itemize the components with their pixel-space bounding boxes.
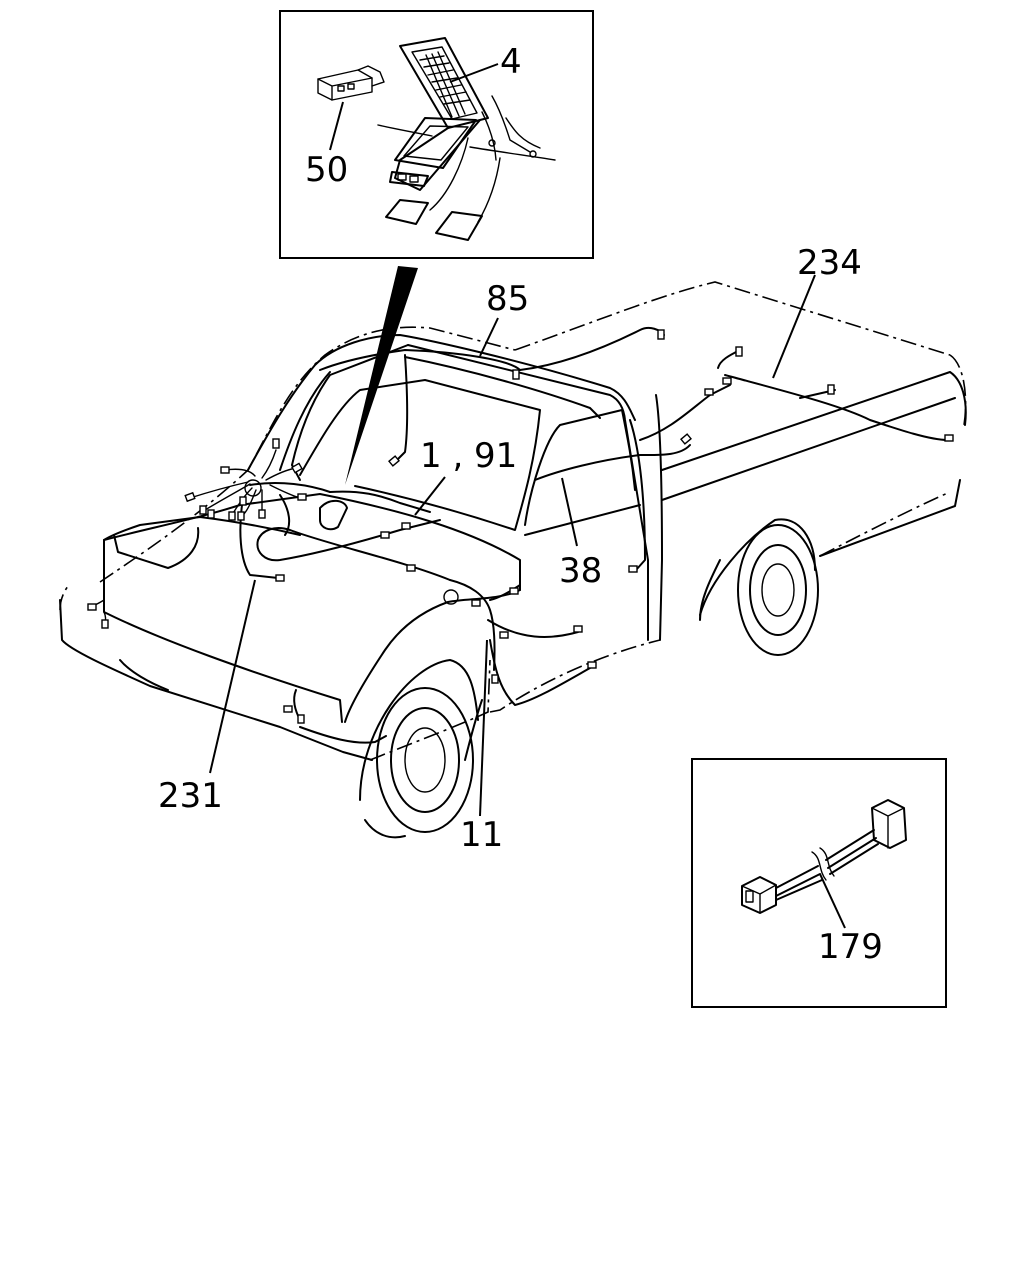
leader-50 [329,101,344,151]
inset-fuse-box: 4 50 [279,10,594,259]
label-part-1-91: 1 , 91 [420,436,517,476]
label-part-11: 11 [460,815,503,855]
rear-wheel [699,518,819,656]
label-part-179: 179 [818,927,883,967]
inset-frame-top [279,10,594,259]
front-wheel [359,659,479,839]
label-part-85: 85 [486,279,529,319]
inset-pointer [345,266,418,485]
label-part-38: 38 [559,551,602,591]
harness-connectors [87,329,954,724]
inset-cable: 179 [691,758,947,1008]
label-part-231: 231 [158,776,223,816]
main-leaders [209,274,816,817]
label-part-234: 234 [797,243,862,283]
inset-frame-bottom [691,758,947,1008]
label-part-4: 4 [500,42,522,82]
fuse-box [389,37,489,191]
label-part-50: 50 [305,150,348,190]
harness-wires [89,326,949,721]
fuse-part [317,65,385,101]
dash-and-pedals [377,95,556,241]
leader-4 [449,63,499,83]
